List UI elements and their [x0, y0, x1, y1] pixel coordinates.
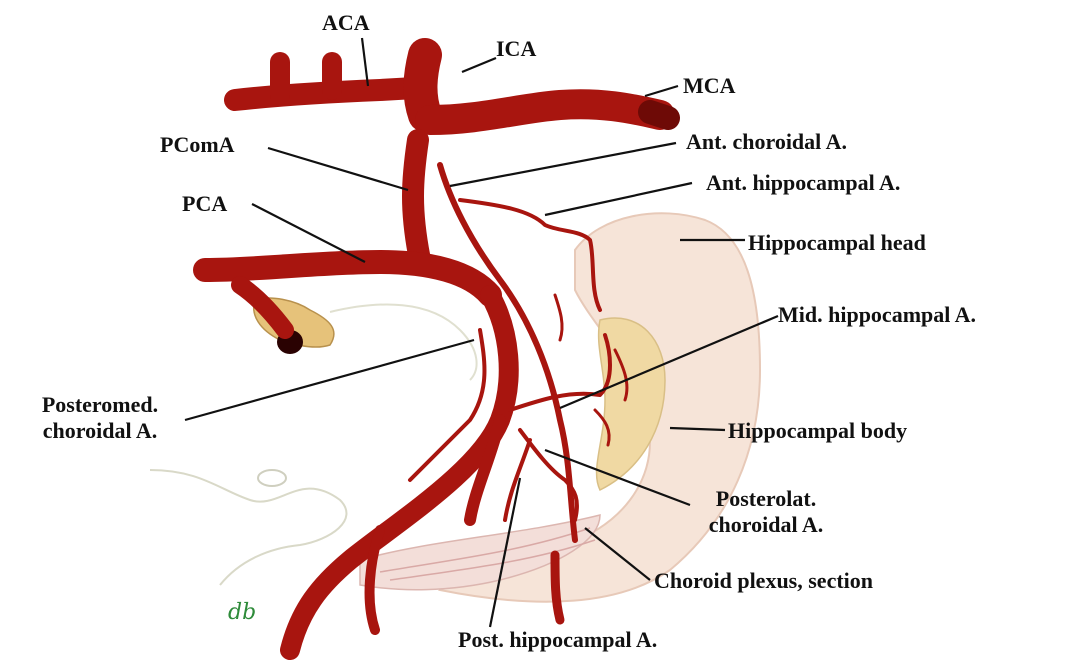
label-ica: ICA [496, 36, 536, 62]
label-ant-hippocampal: Ant. hippocampal A. [706, 170, 900, 196]
posteromed-line-1: Posteromed. [10, 392, 190, 418]
ant-hippocampal-leader [545, 183, 692, 215]
label-post-hippocampal: Post. hippocampal A. [458, 627, 657, 653]
ica-leader [462, 58, 496, 72]
brainstem-outline [150, 470, 346, 585]
mca-leader [645, 86, 678, 96]
posteromed-leader [185, 340, 474, 420]
posteromed-line-2: choroidal A. [10, 418, 190, 444]
label-posterolat-choroidal: Posterolat. choroidal A. [676, 486, 856, 538]
pcoma-leader [268, 148, 408, 190]
mca-end [650, 112, 668, 118]
mid-hippocampal-vessel [510, 335, 610, 410]
mca-vessel [430, 104, 660, 120]
posterolat-line-1: Posterolat. [676, 486, 856, 512]
post-hippocampal-vessel [505, 440, 530, 520]
vessel-twig-3 [555, 295, 562, 340]
label-pcoma: PComA [160, 132, 235, 158]
ica-vessel [420, 55, 425, 115]
small-structure-outline [258, 470, 286, 486]
label-mid-hippocampal: Mid. hippocampal A. [778, 302, 976, 328]
label-aca: ACA [322, 10, 370, 36]
ant-choroidal-leader [450, 143, 676, 186]
label-pca: PCA [182, 191, 227, 217]
posterolat-line-2: choroidal A. [676, 512, 856, 538]
label-mca: MCA [683, 73, 736, 99]
label-hippocampal-body: Hippocampal body [728, 418, 907, 444]
label-ant-choroidal: Ant. choroidal A. [686, 129, 847, 155]
pcoma-vessel [413, 140, 420, 260]
label-posteromed-choroidal: Posteromed. choroidal A. [10, 392, 190, 444]
midbrain-outline [330, 305, 477, 380]
pca-branch-c [555, 555, 560, 620]
artist-signature: db [228, 600, 256, 625]
label-hippocampal-head: Hippocampal head [748, 230, 926, 256]
label-choroid-plexus: Choroid plexus, section [654, 568, 873, 594]
aca-leader [362, 38, 368, 86]
